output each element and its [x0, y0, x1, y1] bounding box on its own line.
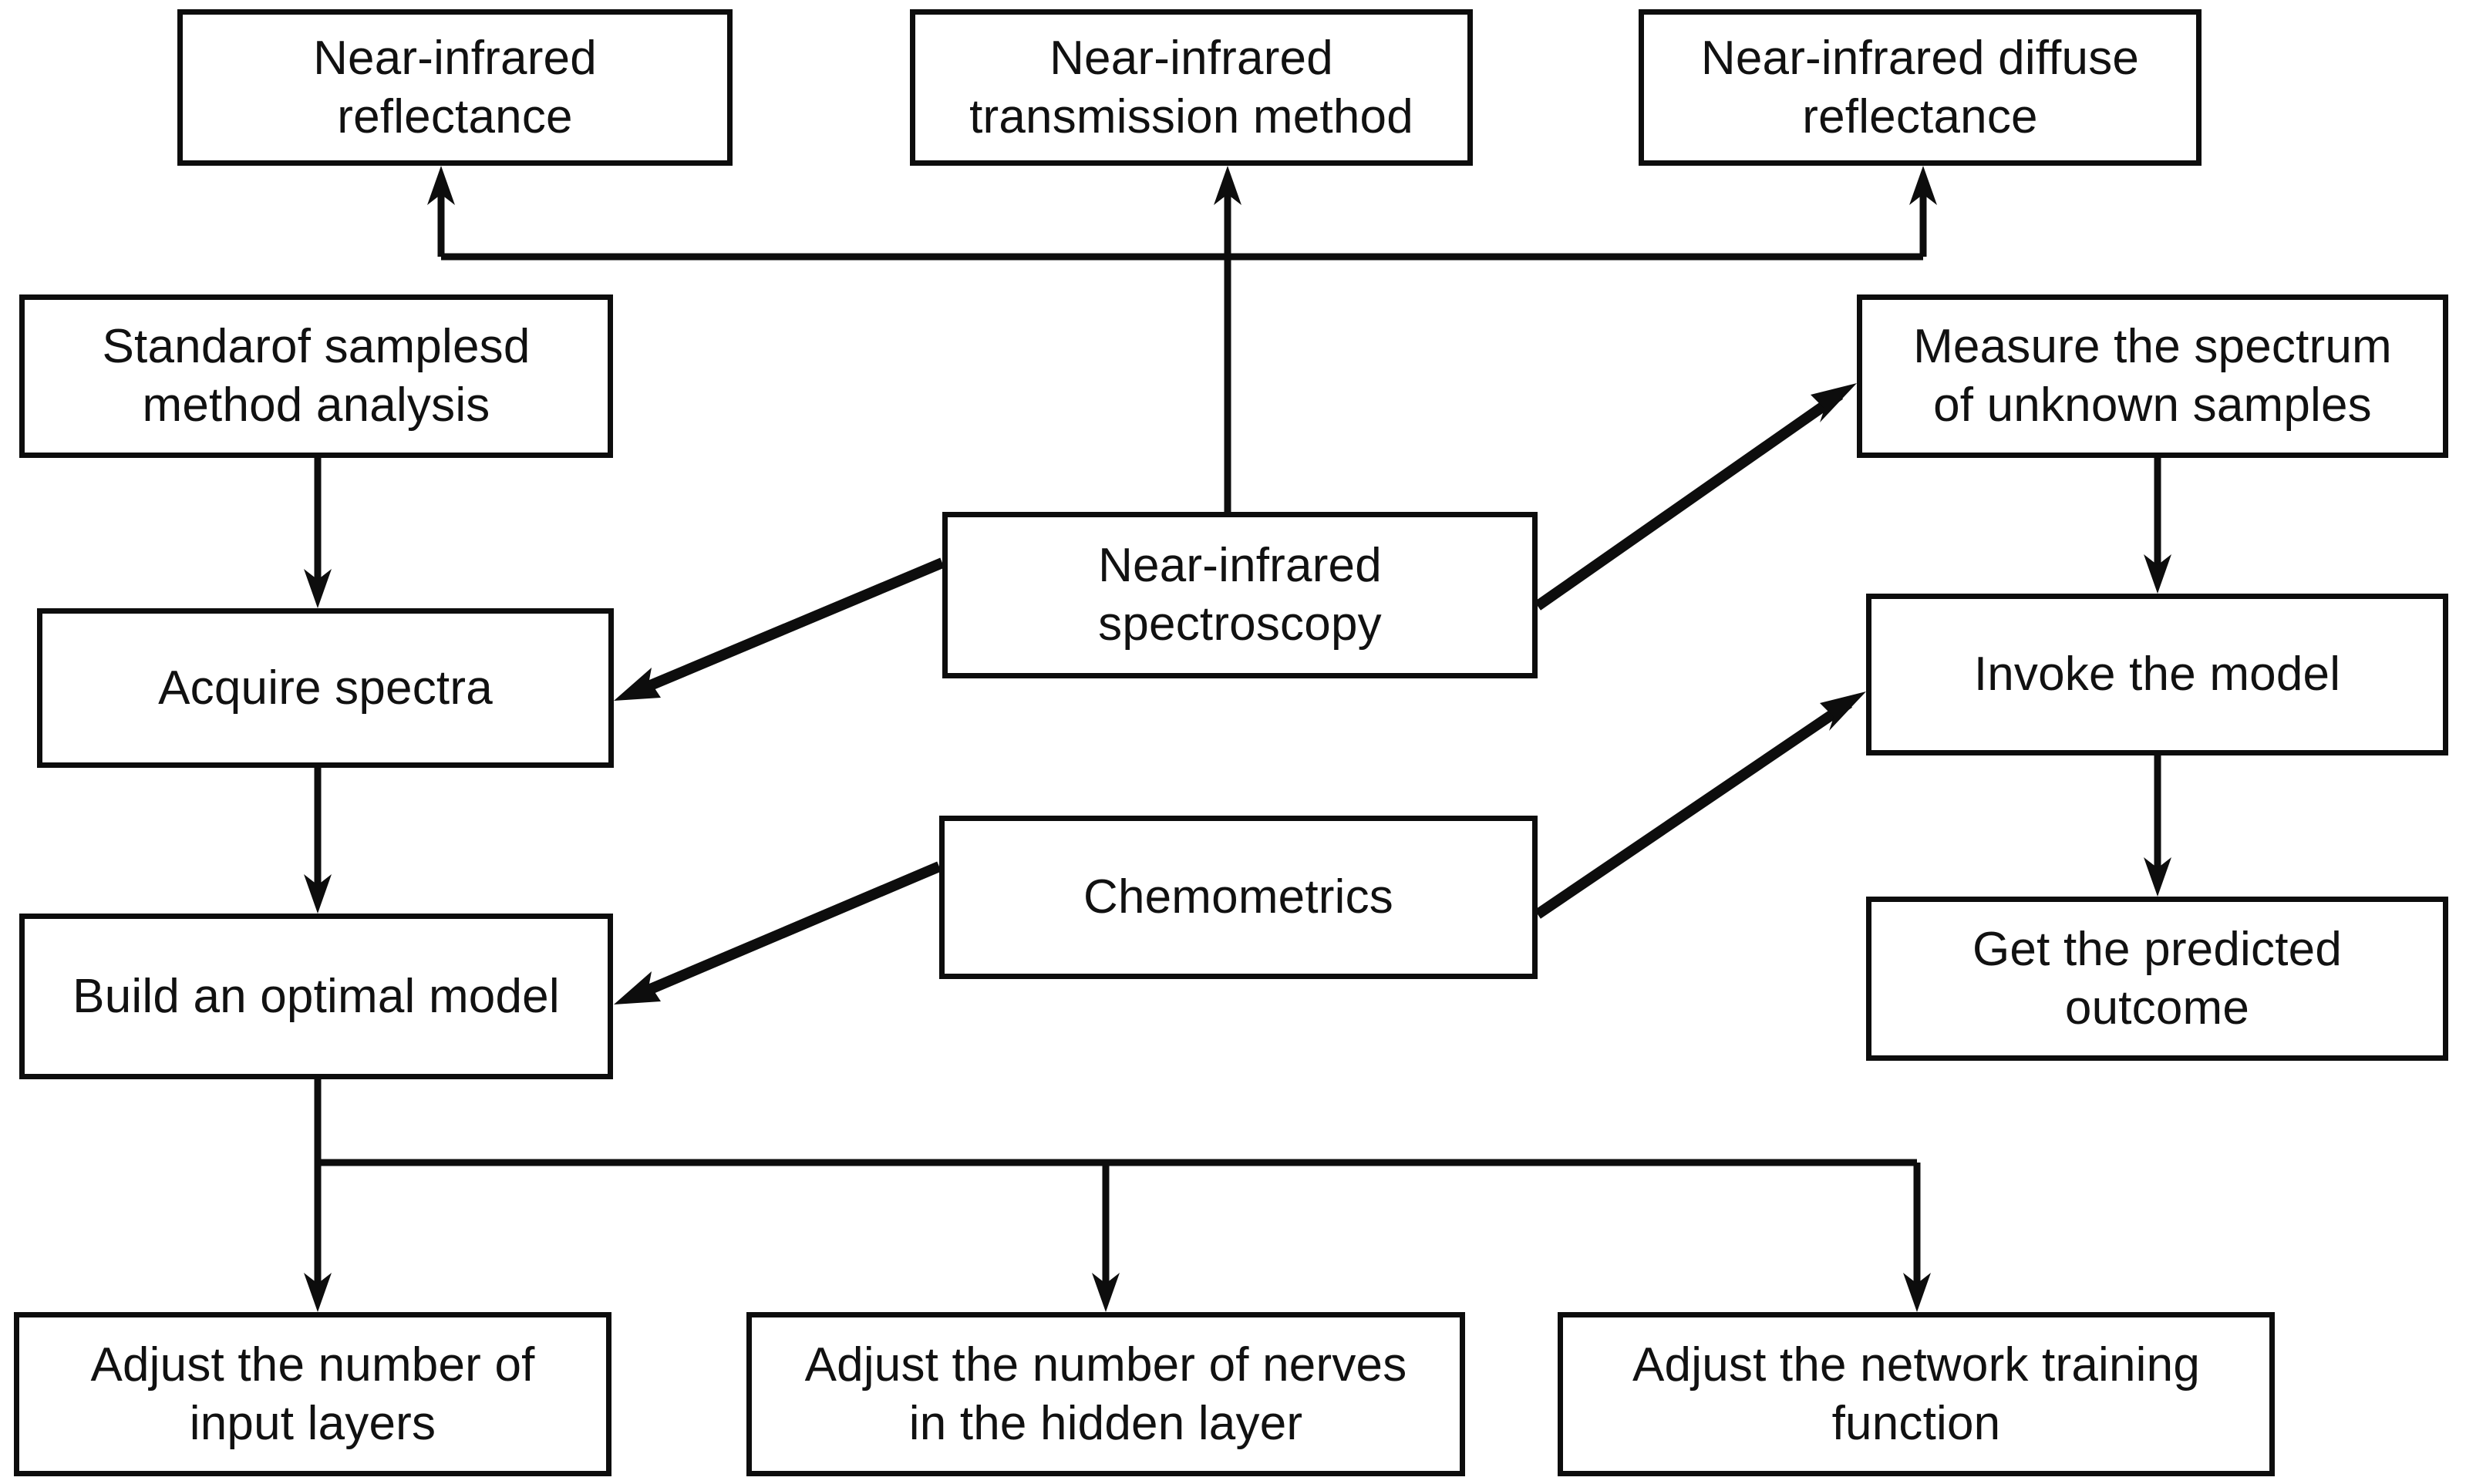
node-get-predicted-outcome[interactable]: Get the predicted outcome	[1866, 897, 2448, 1061]
node-label: Measure the spectrum of unknown samples	[1913, 320, 2392, 432]
node-adjust-input-layers[interactable]: Adjust the number of input layers	[14, 1312, 611, 1476]
node-standard-sample-method[interactable]: Standarof samplesd method analysis	[19, 294, 613, 458]
node-adjust-training-function[interactable]: Adjust the network training function	[1558, 1312, 2275, 1476]
edge-measure-to-invoke	[2144, 458, 2171, 594]
node-nir-diffuse-reflectance[interactable]: Near-infrared diffuse reflectance	[1639, 9, 2202, 166]
node-nir-reflectance[interactable]: Near-infrared reflectance	[177, 9, 733, 166]
node-label: Chemometrics	[1083, 870, 1394, 924]
edge-build-to-adjust-bus	[304, 1079, 1931, 1312]
node-label: Adjust the number of nerves in the hidde…	[804, 1338, 1407, 1450]
node-label: Standarof samplesd method analysis	[102, 320, 531, 432]
node-measure-spectrum-unknown[interactable]: Measure the spectrum of unknown samples	[1857, 294, 2448, 458]
node-invoke-the-model[interactable]: Invoke the model	[1866, 594, 2448, 755]
node-nir-transmission[interactable]: Near-infrared transmission method	[910, 9, 1473, 166]
edge-invoke-to-outcome	[2144, 755, 2171, 897]
node-label: Invoke the model	[1973, 648, 2341, 702]
node-label: Near-infrared reflectance	[313, 31, 597, 143]
node-nir-spectroscopy[interactable]: Near-infrared spectroscopy	[942, 512, 1538, 678]
edge-standard-to-acquire	[304, 458, 332, 608]
node-label: Build an optimal model	[72, 969, 560, 1023]
node-label: Get the predicted outcome	[1972, 922, 2343, 1035]
node-label: Near-infrared diffuse reflectance	[1700, 31, 2140, 143]
node-build-optimal-model[interactable]: Build an optimal model	[19, 914, 613, 1079]
node-label: Near-infrared transmission method	[969, 31, 1413, 143]
edge-spectroscopy-to-measure	[1534, 383, 1857, 611]
node-label: Adjust the number of input layers	[90, 1338, 535, 1450]
node-acquire-spectra[interactable]: Acquire spectra	[37, 608, 614, 768]
node-label: Acquire spectra	[158, 661, 493, 715]
node-chemometrics[interactable]: Chemometrics	[939, 816, 1538, 979]
edge-chemometrics-to-build	[614, 861, 942, 1004]
node-label: Near-infrared spectroscopy	[1098, 539, 1382, 651]
node-adjust-hidden-nerves[interactable]: Adjust the number of nerves in the hidde…	[746, 1312, 1465, 1476]
edge-acquire-to-build	[304, 768, 332, 914]
edge-spectroscopy-to-methods-bus	[427, 166, 1937, 512]
node-label: Adjust the network training function	[1632, 1338, 2201, 1450]
edge-chemometrics-to-invoke	[1535, 692, 1866, 919]
edge-spectroscopy-to-acquire	[614, 557, 945, 701]
